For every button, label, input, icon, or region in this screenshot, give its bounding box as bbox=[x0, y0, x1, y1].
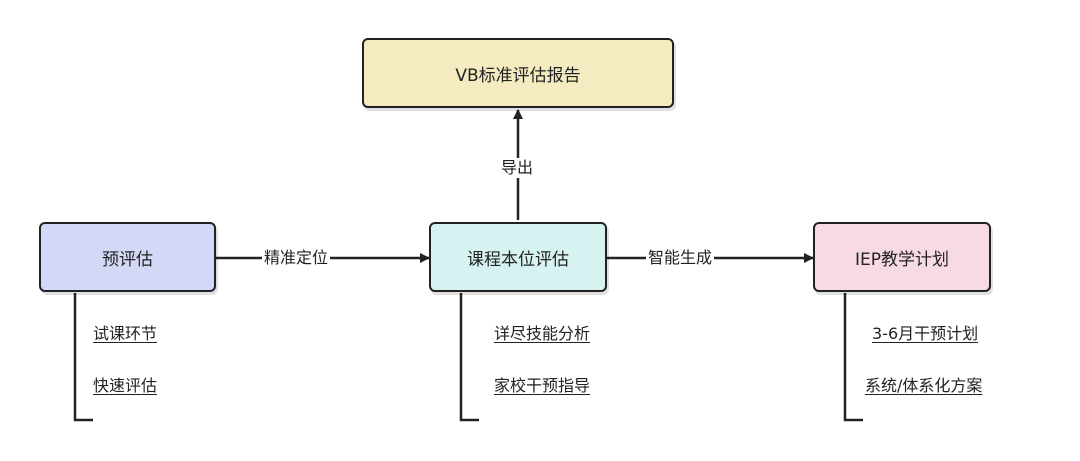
sub-item-systematic-plan: 系统/体系化方案 bbox=[865, 376, 983, 395]
node-iep-plan: IEP教学计划 bbox=[813, 222, 991, 292]
bracket-pre bbox=[73, 293, 93, 422]
bracket-iep bbox=[843, 293, 863, 422]
sub-item-quick-assessment: 快速评估 bbox=[93, 376, 158, 395]
node-course-assessment: 课程本位评估 bbox=[429, 222, 607, 292]
bracket-course bbox=[459, 293, 479, 422]
edge-label-pre-course: 精准定位 bbox=[262, 248, 331, 268]
node-vb-report: VB标准评估报告 bbox=[362, 38, 674, 108]
sub-item-intervention-plan: 3-6月干预计划 bbox=[872, 324, 979, 343]
node-pre-assessment: 预评估 bbox=[39, 222, 216, 292]
sub-item-trial-class: 试课环节 bbox=[93, 324, 158, 343]
edge-label-course-iep: 智能生成 bbox=[646, 248, 715, 268]
sub-item-skill-analysis: 详尽技能分析 bbox=[494, 324, 591, 343]
edge-label-course-report: 导出 bbox=[499, 158, 536, 178]
sub-item-home-school-guidance: 家校干预指导 bbox=[494, 376, 591, 395]
